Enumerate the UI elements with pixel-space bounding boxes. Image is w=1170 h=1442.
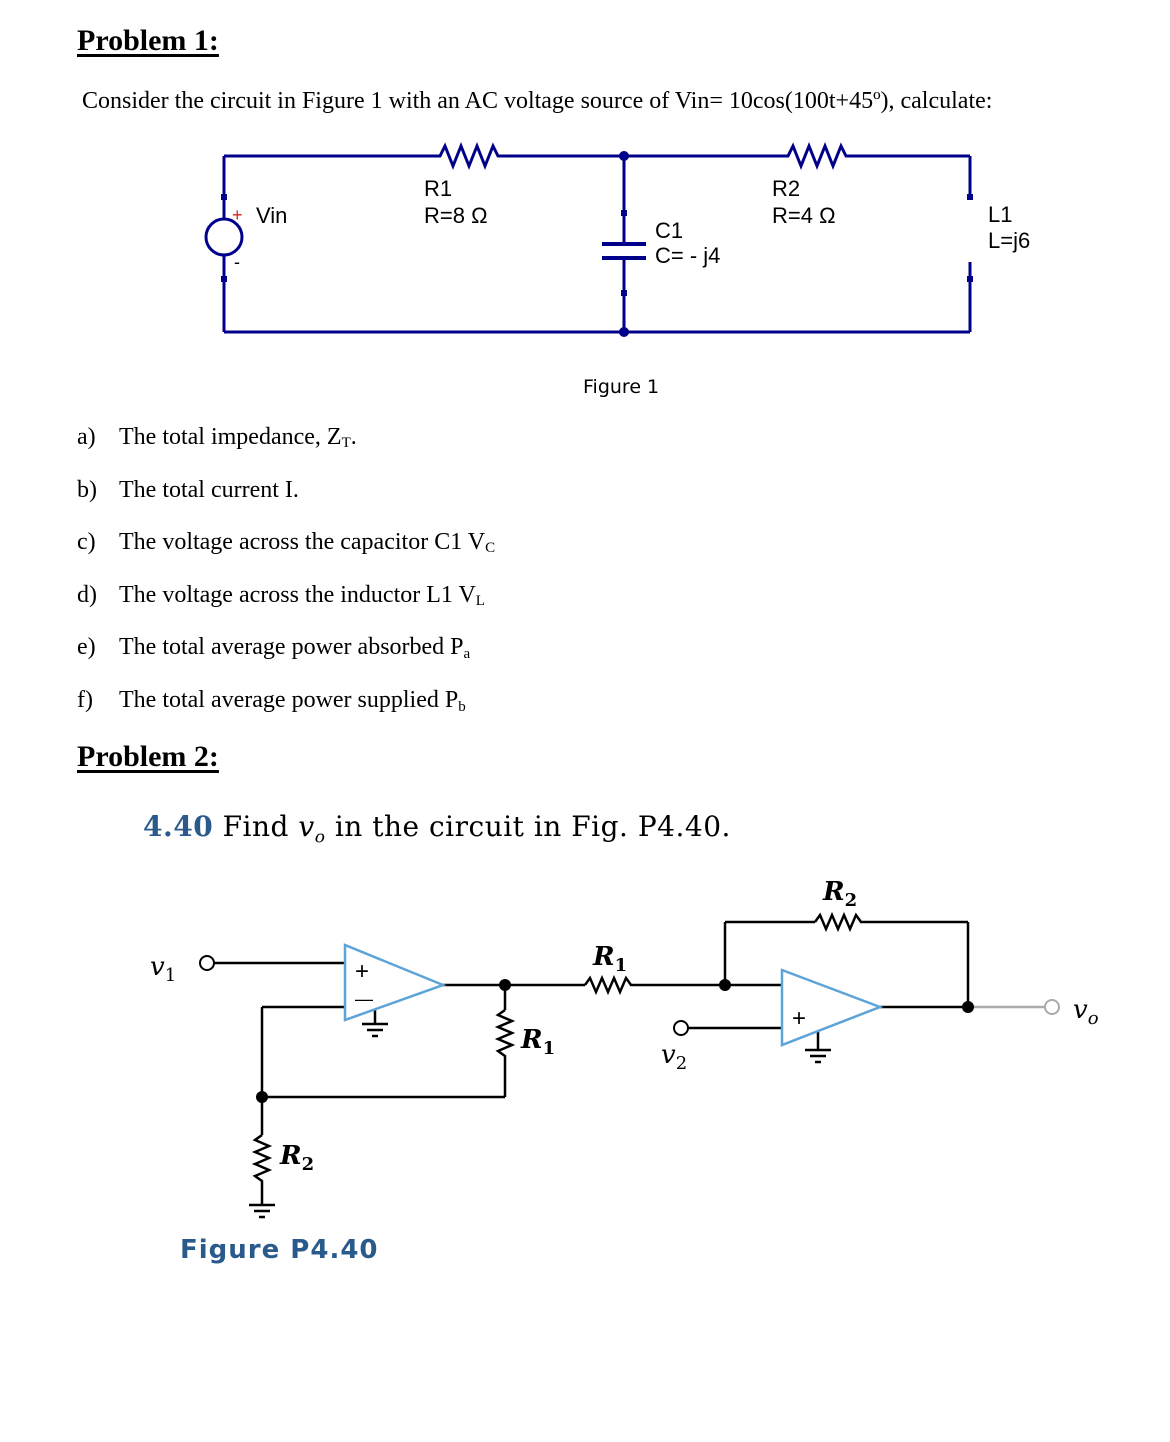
figure1-circuit: + - Vin R1 R=8 Ω R2 R=4 Ω C1 C= - j4 L1 …	[204, 141, 1030, 337]
question-label: a)	[77, 424, 96, 450]
r1-horizontal-label: R1	[592, 942, 627, 976]
question-f: f) The total average power supplied Pb	[77, 687, 466, 716]
vin-source-symbol	[204, 217, 244, 257]
opamp1-plus-sign: +	[355, 958, 369, 985]
vin-label: Vin	[256, 203, 287, 228]
node-bottom	[619, 327, 629, 337]
statement-var-sub: o	[314, 827, 326, 848]
l1-name: L1	[988, 202, 1012, 227]
r2-resistor	[758, 141, 876, 171]
r2-ground-label: R2	[279, 1141, 314, 1175]
question-text: The voltage across the capacitor C1 V	[119, 529, 486, 555]
question-text: The total impedance, Z	[119, 424, 342, 450]
r1-vertical-label: R1	[520, 1025, 555, 1059]
vo-label: vo	[1073, 995, 1099, 1029]
c1-name: C1	[655, 218, 683, 243]
question-subscript: b	[458, 699, 466, 715]
vin-plus-sign: +	[232, 205, 243, 225]
question-text: The total average power supplied P	[119, 687, 459, 713]
opamp1-minus-sign: —	[355, 989, 373, 1009]
statement-pre: Find	[222, 810, 289, 843]
question-tail: .	[350, 424, 357, 450]
statement-post: in the circuit in Fig. P4.40.	[334, 810, 731, 843]
statement-var: v	[298, 810, 315, 843]
question-d: d) The voltage across the inductor L1 VL	[77, 582, 485, 610]
question-label: b)	[77, 477, 97, 503]
problem1-heading: Problem 1:	[77, 24, 219, 57]
v2-label: v2	[661, 1040, 687, 1074]
problem2-heading: Problem 2:	[77, 740, 219, 773]
question-label: e)	[77, 634, 96, 660]
r2-feedback-resistor	[813, 911, 968, 933]
question-subscript: T	[341, 435, 351, 451]
r2-feedback-label: R2	[822, 877, 857, 911]
opamp1-symbol	[343, 943, 447, 1022]
node-bottom-left	[256, 1091, 268, 1103]
question-a: a) The total impedance, ZT.	[77, 424, 357, 452]
r1-resistor	[410, 141, 528, 171]
question-subscript: C	[485, 540, 496, 556]
l1-value: L=j6	[988, 228, 1030, 253]
question-label: c)	[77, 529, 96, 555]
question-label: f)	[77, 687, 93, 713]
question-e: e) The total average power absorbed Pa	[77, 634, 470, 663]
problem2-statement: 4.40 Find vo in the circuit in Fig. P4.4…	[143, 810, 731, 848]
question-text: The total average power absorbed P	[119, 634, 464, 660]
node-top	[619, 151, 629, 161]
v1-label: v1	[150, 952, 176, 986]
question-subscript: L	[475, 593, 485, 609]
question-text: The total current I.	[119, 477, 299, 503]
r1-name: R1	[424, 176, 452, 201]
vin-minus-sign: -	[234, 252, 240, 272]
figure-p440-circuit: + — + v1 v2 vo R1 R1 R2 R2	[150, 877, 1099, 1219]
terminal-v1	[199, 955, 215, 971]
question-subscript: a	[463, 646, 471, 662]
question-text: The voltage across the inductor L1 V	[119, 582, 476, 608]
terminal-vo	[1044, 999, 1060, 1015]
node-output	[962, 1001, 974, 1013]
question-label: d)	[77, 582, 97, 608]
c1-value: C= - j4	[655, 243, 720, 268]
opamp2-plus-sign: +	[792, 1005, 806, 1032]
node-feedback	[719, 979, 731, 991]
r1-vertical-resistor	[494, 1008, 516, 1097]
question-b: b) The total current I.	[77, 477, 299, 504]
r2-name: R2	[772, 176, 800, 201]
r2-value: R=4 Ω	[772, 203, 836, 228]
problem1-intro: Consider the circuit in Figure 1 with an…	[82, 88, 993, 114]
problem-number: 4.40	[143, 810, 214, 843]
figure1-caption: Figure 1	[583, 376, 660, 398]
node-opamp1-output	[499, 979, 511, 991]
terminal-v2	[673, 1020, 689, 1036]
figure-p440-caption: Figure P4.40	[180, 1235, 379, 1265]
r2-ground-resistor	[251, 1133, 273, 1205]
opamp2-symbol	[780, 968, 884, 1047]
question-c: c) The voltage across the capacitor C1 VC	[77, 529, 495, 557]
r1-horizontal-resistor	[583, 974, 725, 996]
r1-value: R=8 Ω	[424, 203, 488, 228]
